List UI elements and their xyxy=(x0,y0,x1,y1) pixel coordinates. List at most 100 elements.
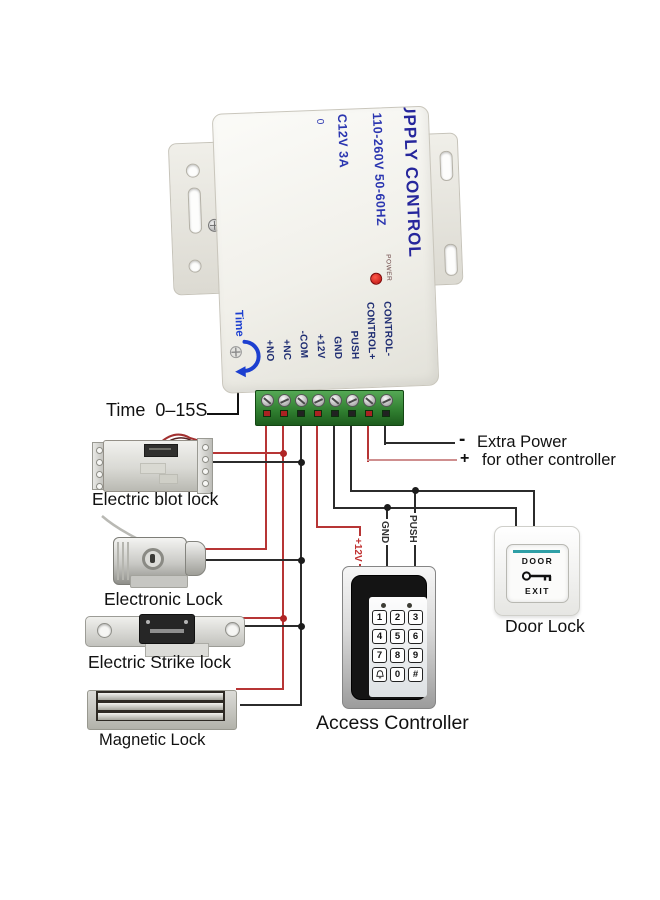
wire-stub xyxy=(348,410,356,417)
lock-sticker xyxy=(140,463,166,474)
time-range-label: Time 0–15S xyxy=(106,400,208,420)
lock-base xyxy=(130,575,188,588)
wire-stub xyxy=(365,410,373,417)
maglock-body xyxy=(96,691,225,721)
extra-power-plus-sign: + xyxy=(460,450,470,467)
psu-spec-output: C12V 3A xyxy=(334,113,351,169)
wire-tag-gnd: GND xyxy=(379,519,390,546)
wire-elock-red xyxy=(200,548,267,550)
key-1: 1 xyxy=(372,610,387,625)
electric-bolt-lock xyxy=(88,433,214,494)
lock-body xyxy=(103,440,201,492)
wire-door-right xyxy=(533,490,535,532)
terminal-screw xyxy=(278,394,291,407)
keypad-grid: 1 2 3 4 5 6 7 8 9 0 # xyxy=(372,610,423,682)
teal-stripe xyxy=(513,550,560,553)
keypad-face: 1 2 3 4 5 6 7 8 9 0 # xyxy=(369,597,427,697)
junction-dot xyxy=(384,504,391,511)
wire-stub xyxy=(280,410,288,417)
wire-stub xyxy=(297,410,305,417)
status-led xyxy=(381,603,386,608)
strike-latch xyxy=(139,614,195,644)
terminal-label-no: +NO xyxy=(263,339,276,362)
key-hash: # xyxy=(408,667,423,682)
extra-power-line1: Extra Power xyxy=(477,433,567,451)
lock-display xyxy=(144,444,178,457)
door-exit-button: DOOR EXIT xyxy=(494,526,580,616)
key-4: 4 xyxy=(372,629,387,644)
electronic-lock xyxy=(100,514,235,592)
electronic-lock-label: Electronic Lock xyxy=(104,589,223,609)
wire-gnd-black xyxy=(333,412,335,509)
wire-12v-jog xyxy=(316,526,361,528)
wire-stub xyxy=(331,410,339,417)
wire-push-black xyxy=(350,412,352,492)
terminal-screw xyxy=(329,394,342,407)
mount-slot xyxy=(187,187,203,234)
lock-cylinder xyxy=(185,541,206,576)
power-supply-unit: UPPLY CONTROL 110-260V 50-60HZ C12V 3A 0… xyxy=(167,103,466,396)
bell-icon xyxy=(375,670,384,679)
status-led xyxy=(407,603,412,608)
power-led-label: POWER xyxy=(384,254,393,282)
wire-elock-black xyxy=(197,559,302,561)
wire-control-minus-black xyxy=(384,412,386,445)
key-7: 7 xyxy=(372,648,387,663)
terminal-label-nc: +NC xyxy=(280,339,293,361)
wire-mag-red xyxy=(236,688,284,690)
mount-hole xyxy=(188,259,202,273)
terminal-label-control-minus: CONTROL- xyxy=(381,301,395,357)
wire-no-red xyxy=(265,412,267,550)
junction-dot xyxy=(298,557,305,564)
mount-slot xyxy=(443,243,459,277)
extra-power-minus-sign: - xyxy=(459,429,466,450)
mount-hole xyxy=(185,163,201,178)
psu-spec-voltage: 110-260V 50-60HZ xyxy=(369,112,389,227)
wire-tag-12v: +12V xyxy=(352,536,363,564)
magnetic-lock-label: Magnetic Lock xyxy=(99,731,206,749)
key-2: 2 xyxy=(390,610,405,625)
wire-12v-red xyxy=(316,412,318,528)
junction-dot xyxy=(298,623,305,630)
terminal-screw xyxy=(363,394,376,407)
mount-rail xyxy=(197,438,213,494)
terminal-label-control-plus: CONTROL+ xyxy=(364,301,378,360)
key-5: 5 xyxy=(390,629,405,644)
terminal-screw xyxy=(295,394,308,407)
terminal-screw xyxy=(312,394,325,407)
exit-button-face: DOOR EXIT xyxy=(506,544,569,603)
terminal-label-12v: +12V xyxy=(314,333,327,359)
terminal-screw xyxy=(346,394,359,407)
terminal-block xyxy=(255,390,404,426)
time-pointer-line xyxy=(207,413,239,415)
terminal-screw xyxy=(380,394,393,407)
wire-control-plus-red xyxy=(367,412,369,462)
strike-lock-label: Electric Strike lock xyxy=(88,652,231,672)
wire-extra-plus xyxy=(367,459,457,461)
key-bell xyxy=(372,667,387,682)
psu-body: UPPLY CONTROL 110-260V 50-60HZ C12V 3A 0… xyxy=(211,105,440,394)
wire-stub xyxy=(263,410,271,417)
wire-door-left xyxy=(515,507,517,532)
keypad-panel: 1 2 3 4 5 6 7 8 9 0 # xyxy=(351,575,427,700)
exit-text: EXIT xyxy=(525,586,550,596)
time-pointer-line xyxy=(237,388,239,415)
wire-strike-black xyxy=(242,625,302,627)
key-0: 0 xyxy=(390,667,405,682)
wire-strike-red xyxy=(242,617,284,619)
access-controller-keypad: 1 2 3 4 5 6 7 8 9 0 # xyxy=(342,566,436,709)
key-3: 3 xyxy=(408,610,423,625)
terminal-label-push: PUSH xyxy=(348,330,361,360)
time-knob-label: Time xyxy=(232,309,246,337)
wire-extra-minus xyxy=(384,442,455,444)
junction-dot xyxy=(412,487,419,494)
door-text: DOOR xyxy=(521,556,554,566)
terminal-label-com: -COM xyxy=(297,330,310,359)
wire-tag-push: PUSH xyxy=(407,513,418,545)
psu-partial-text: 0 xyxy=(314,118,326,125)
bolt-lock-label: Electric blot lock xyxy=(92,489,219,509)
wire-gnd-run xyxy=(333,507,517,509)
junction-dot xyxy=(280,615,287,622)
keyhole-icon xyxy=(142,548,164,570)
